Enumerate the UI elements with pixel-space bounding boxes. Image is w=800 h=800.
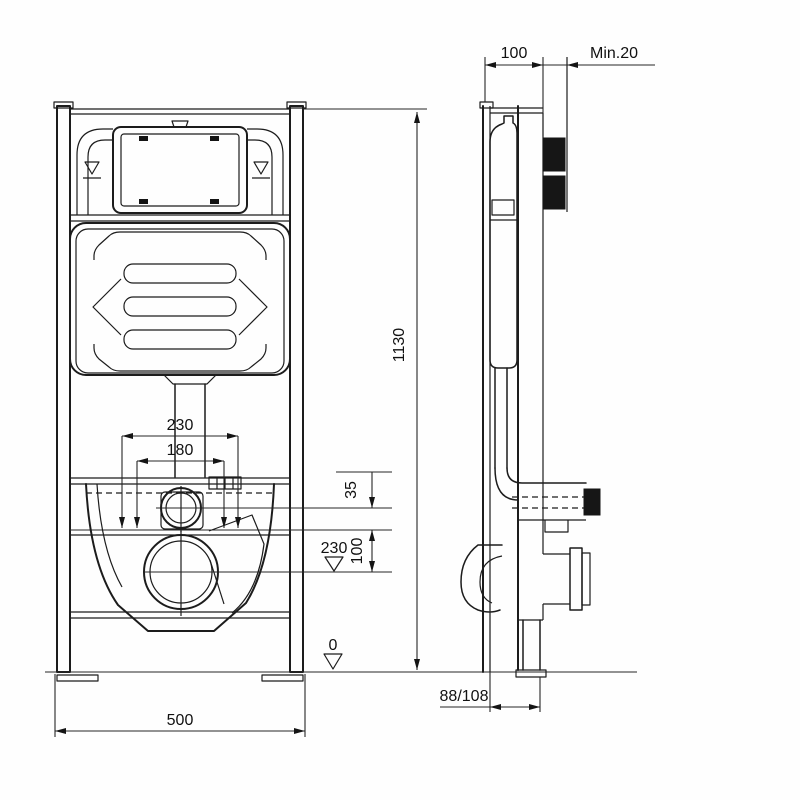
flush-pipe-profile (494, 367, 601, 533)
dim-label-88-108: 88/108 (440, 688, 489, 705)
dim-label-230-spacing: 230 (167, 417, 194, 434)
threaded-connector (583, 488, 601, 516)
foot-plate-right (261, 674, 304, 682)
dim-label-1130: 1130 (391, 328, 408, 363)
filler-pipe-right (247, 128, 284, 215)
dim-frame-height: 1130 (303, 108, 427, 670)
dim-conn-spacing: 100 (144, 530, 392, 573)
dim-outlet-level: 230 (321, 540, 348, 572)
dim-flush-offset: 35 (156, 471, 392, 509)
rail-cap-left (53, 101, 74, 109)
dim-floor-level: 0 (323, 637, 343, 670)
level-triangle-floor (323, 653, 343, 670)
dim-frame-depth: 100 Min.20 (484, 45, 655, 136)
bottom-crossbar (70, 611, 290, 619)
level-mark-right (252, 161, 270, 179)
dim-label-min20: Min.20 (590, 45, 638, 62)
dim-spacing-inner: 180 (134, 442, 227, 528)
side-leg (515, 619, 547, 678)
cistern-profile (489, 115, 518, 369)
dim-spacing-outer: 230 (119, 417, 241, 528)
outlet-flange (569, 547, 583, 611)
flush-plate-opening (112, 120, 248, 214)
dim-label-230-level: 230 (321, 540, 348, 557)
pan-support-bowl (85, 483, 275, 632)
dim-label-100-right: 100 (349, 538, 366, 565)
waste-bend-profile (460, 544, 591, 613)
top-crossbar (70, 108, 290, 115)
frame-rail-left (56, 105, 71, 673)
tank-rib-pattern (92, 231, 268, 372)
wall-anchor-pad-upper (542, 137, 566, 172)
filler-pipe-left (76, 128, 113, 215)
dim-label-500: 500 (167, 712, 194, 729)
side-view (460, 57, 601, 678)
dim-label-100-top: 100 (501, 45, 528, 62)
frame-rail-right (289, 105, 304, 673)
top-tab (171, 120, 189, 128)
level-mark-left (83, 161, 101, 179)
cistern-tank (69, 222, 291, 376)
dim-frame-width: 500 (54, 674, 306, 737)
dim-label-0: 0 (329, 637, 338, 654)
level-triangle-outlet (324, 556, 344, 572)
mid-crossbar (70, 214, 290, 222)
wall-anchor-pad-lower (542, 175, 566, 210)
foot-plate-left (56, 674, 99, 682)
rail-cap-right (286, 101, 307, 109)
front-view (53, 101, 392, 682)
dim-base-depth: 88/108 (440, 580, 541, 712)
waste-outlet-circle (143, 531, 219, 616)
dim-label-180: 180 (167, 442, 194, 459)
dim-label-35: 35 (343, 481, 360, 499)
side-rail-cap (479, 101, 494, 109)
side-foot-plate (515, 669, 547, 678)
